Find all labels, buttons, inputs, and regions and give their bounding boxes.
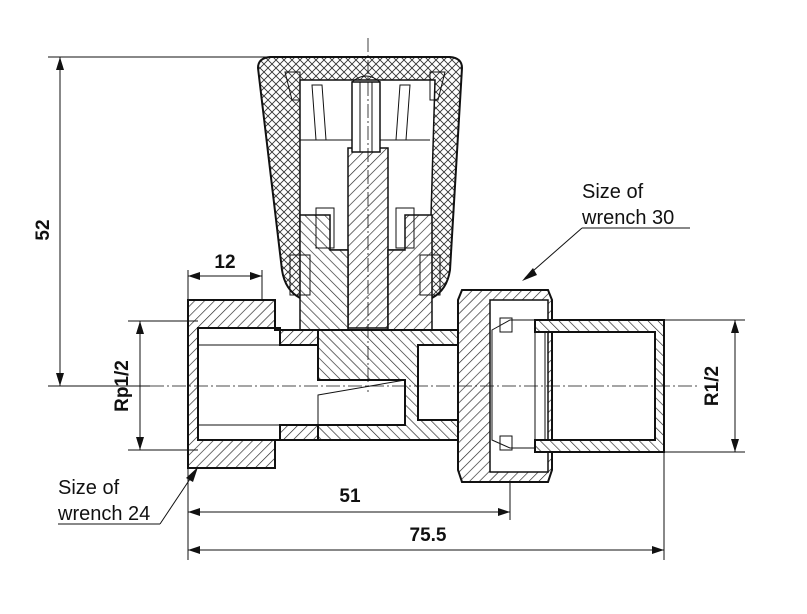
dimension-inlet-thread: Rp1/2	[112, 320, 198, 451]
dimension-socket-length: 12	[187, 252, 263, 300]
to-union-label: 51	[339, 486, 361, 507]
wrench-24-line1: Size of	[58, 477, 120, 499]
inlet-thread-label: Rp1/2	[112, 360, 133, 412]
wrench-24-line2: wrench 24	[57, 503, 150, 525]
wrench-30-line2: wrench 30	[581, 207, 674, 229]
overall-length-label: 75.5	[410, 525, 447, 546]
tailpiece	[534, 319, 665, 453]
dimension-to-union: 51	[187, 468, 511, 560]
dimension-overall-length: 75.5	[188, 452, 665, 560]
note-wrench-30: Size of wrench 30	[522, 181, 690, 281]
socket-length-label: 12	[214, 252, 235, 273]
outlet-thread-label: R1/2	[702, 366, 723, 406]
wrench-30-line1: Size of	[582, 181, 644, 203]
dimension-height: 52	[33, 56, 280, 387]
note-wrench-24: Size of wrench 24	[57, 467, 198, 525]
dimension-outlet-thread: R1/2	[664, 319, 745, 453]
height-dimension-label: 52	[33, 219, 54, 240]
